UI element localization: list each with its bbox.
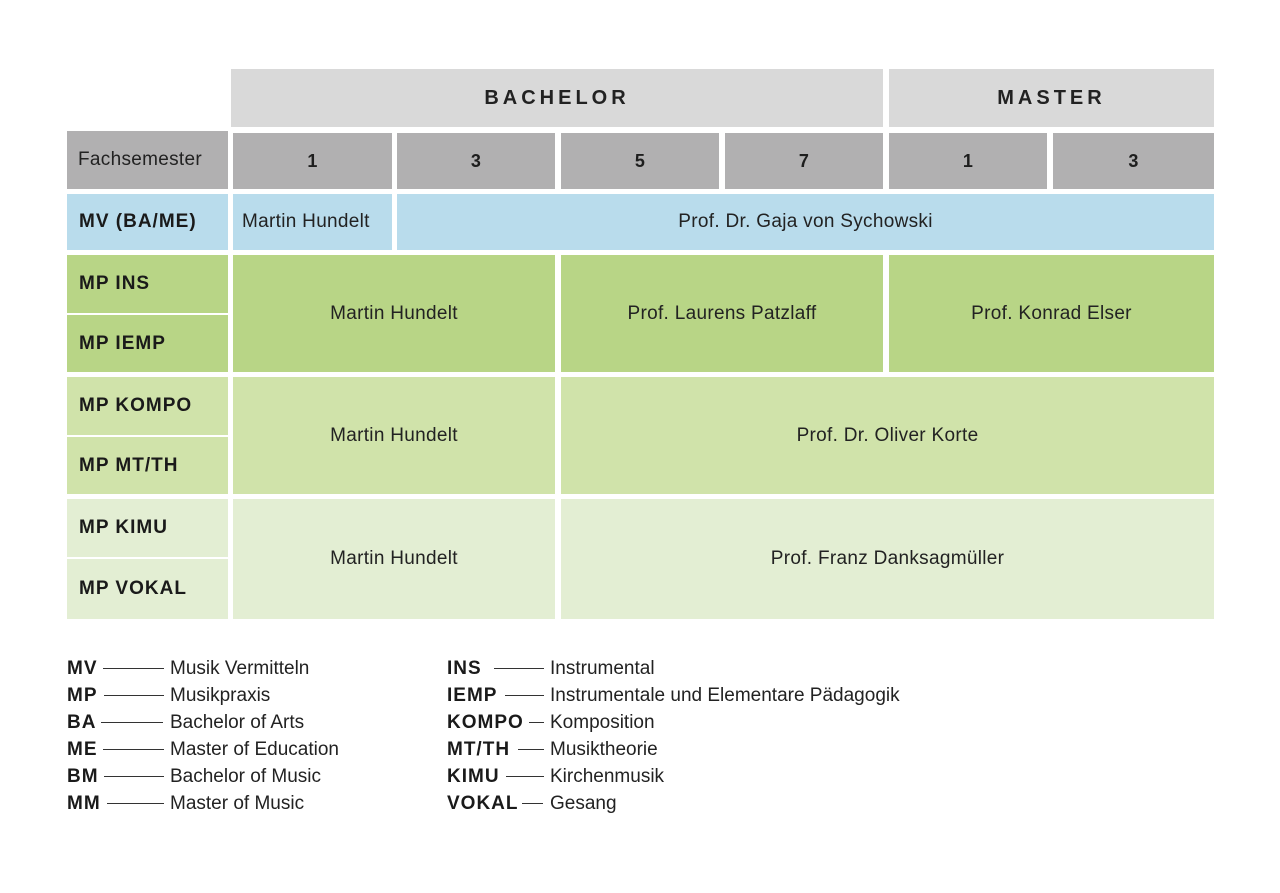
- cell-g2-hundelt: Martin Hundelt: [233, 377, 555, 494]
- row-label-mp-iemp: MP IEMP: [67, 315, 228, 372]
- legend-item: ME Master of Education: [67, 736, 339, 763]
- legend-abbr: MP: [67, 684, 98, 706]
- header-master: MASTER: [889, 69, 1214, 127]
- row-label-mv: MV (BA/ME): [67, 194, 228, 250]
- row-label-mp-kimu: MP KIMU: [67, 499, 228, 557]
- legend-item: BM Bachelor of Music: [67, 763, 321, 790]
- legend-text: Bachelor of Music: [170, 765, 322, 787]
- semester-ba-1: 1: [233, 133, 392, 189]
- header-bachelor: BACHELOR: [231, 69, 883, 127]
- legend-item: MV Musik Vermitteln: [67, 655, 309, 682]
- legend-abbr: KOMPO: [447, 711, 524, 733]
- legend-item: MT/TH Musiktheorie: [447, 736, 658, 763]
- row-label-mp-ins: MP INS: [67, 255, 228, 313]
- legend-text: Master of Music: [170, 792, 305, 814]
- legend-text: Musikpraxis: [170, 684, 271, 706]
- legend-dash: [103, 749, 164, 750]
- cell-g3-hundelt: Martin Hundelt: [233, 499, 555, 619]
- legend-dash: [104, 776, 164, 777]
- row-label-mp-vokal: MP VOKAL: [67, 559, 228, 619]
- legend-item: INS Instrumental: [447, 655, 655, 682]
- legend-text: Musik Vermitteln: [170, 657, 310, 679]
- legend-dash: [101, 722, 163, 723]
- legend-text: Master of Education: [170, 738, 339, 760]
- legend-dash: [104, 695, 164, 696]
- legend-abbr: INS: [447, 657, 482, 679]
- legend-dash: [522, 803, 543, 804]
- legend-abbr: MT/TH: [447, 738, 511, 760]
- semester-ma-3: 3: [1053, 133, 1214, 189]
- cell-g1-hundelt: Martin Hundelt: [233, 255, 555, 372]
- legend-item: VOKAL Gesang: [447, 790, 617, 817]
- legend-text: Gesang: [550, 792, 617, 814]
- legend-text: Bachelor of Arts: [170, 711, 305, 733]
- legend-text: Komposition: [550, 711, 655, 733]
- legend-item: KOMPO Komposition: [447, 709, 655, 736]
- legend-abbr: KIMU: [447, 765, 500, 787]
- legend-item: IEMP Instrumentale und Elementare Pädago…: [447, 682, 900, 709]
- legend-item: BA Bachelor of Arts: [67, 709, 304, 736]
- legend-item: MM Master of Music: [67, 790, 304, 817]
- cell-mv-hundelt: Martin Hundelt: [233, 194, 392, 250]
- semester-ba-5: 5: [561, 133, 719, 189]
- legend-item: KIMU Kirchenmusik: [447, 763, 664, 790]
- row-label-mp-mtth: MP MT/TH: [67, 437, 228, 494]
- legend-abbr: BM: [67, 765, 99, 787]
- legend-abbr: BA: [67, 711, 97, 733]
- legend-abbr: MV: [67, 657, 98, 679]
- legend-dash: [529, 722, 544, 723]
- legend-dash: [494, 668, 544, 669]
- legend-item: MP Musikpraxis: [67, 682, 270, 709]
- legend-abbr: IEMP: [447, 684, 498, 706]
- cell-g1-patzlaff: Prof. Laurens Patzlaff: [561, 255, 883, 372]
- legend-dash: [107, 803, 164, 804]
- legend-text: Instrumentale und Elementare Pädagogik: [550, 684, 900, 706]
- legend-text: Instrumental: [550, 657, 655, 679]
- legend-abbr: MM: [67, 792, 101, 814]
- legend-text: Musiktheorie: [550, 738, 658, 760]
- row-label-mp-kompo: MP KOMPO: [67, 377, 228, 435]
- semester-ba-3: 3: [397, 133, 555, 189]
- semester-label: Fachsemester: [67, 131, 228, 189]
- legend-dash: [518, 749, 544, 750]
- cell-g2-korte: Prof. Dr. Oliver Korte: [561, 377, 1214, 494]
- legend-abbr: VOKAL: [447, 792, 519, 814]
- semester-ba-7: 7: [725, 133, 883, 189]
- cell-g3-danksagmueller: Prof. Franz Danksagmüller: [561, 499, 1214, 619]
- cell-g1-elser: Prof. Konrad Elser: [889, 255, 1214, 372]
- legend-dash: [505, 695, 544, 696]
- semester-ma-1: 1: [889, 133, 1047, 189]
- legend-text: Kirchenmusik: [550, 765, 665, 787]
- legend-dash: [506, 776, 544, 777]
- legend-dash: [103, 668, 164, 669]
- legend-abbr: ME: [67, 738, 98, 760]
- cell-mv-sychowski: Prof. Dr. Gaja von Sychowski: [397, 194, 1214, 250]
